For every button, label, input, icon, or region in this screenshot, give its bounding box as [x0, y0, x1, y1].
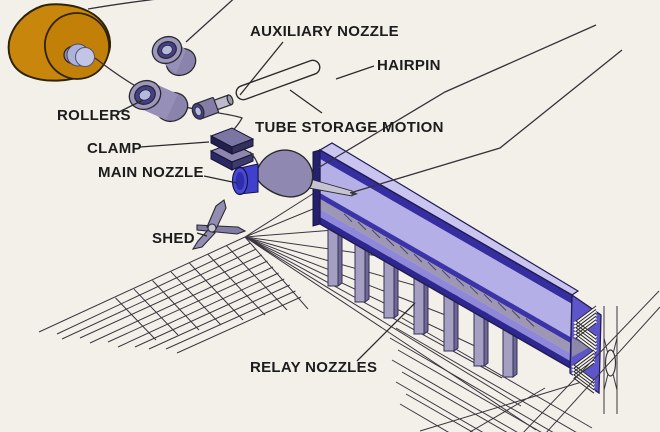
leader-clamp — [139, 141, 210, 148]
sley-beam — [312, 142, 602, 395]
reed-channel — [320, 199, 572, 354]
leader-tube-storage-motion — [289, 89, 323, 114]
guide-threads — [317, 24, 623, 194]
cloth-grid — [38, 236, 309, 354]
leader-shed — [196, 232, 208, 237]
leader-hairpin — [335, 65, 375, 80]
hairpin-loop — [235, 59, 321, 101]
leader-main-nozzle — [203, 175, 238, 184]
label-shed: SHED — [152, 230, 195, 247]
clamp — [209, 127, 255, 171]
nozzle-funnel — [257, 149, 314, 198]
labels: AUXILIARY NOZZLE HAIRPIN ROLLERS TUBE ST… — [57, 23, 444, 376]
reed-dent-ticks — [343, 213, 535, 327]
rollers — [128, 35, 197, 123]
relay-nozzle-1 — [327, 224, 343, 287]
leader-rollers — [118, 99, 144, 113]
yarn-cone — [7, 3, 112, 82]
label-tube-storage-motion: TUBE STORAGE MOTION — [255, 119, 444, 136]
reed-end-wedge — [572, 338, 590, 357]
heald-wire — [523, 290, 660, 432]
warp-sheet-grid — [389, 317, 593, 432]
label-auxiliary-nozzle: AUXILIARY NOZZLE — [250, 23, 399, 40]
auxiliary-nozzle — [191, 94, 234, 120]
reed-dents-chevrons — [571, 305, 597, 394]
beam-front-face — [320, 159, 572, 338]
supply-threads — [87, 0, 234, 43]
heald-eye — [604, 349, 617, 377]
label-rollers: ROLLERS — [57, 107, 131, 124]
leader-auxiliary-nozzle — [239, 41, 284, 96]
label-clamp: CLAMP — [87, 140, 142, 157]
leader-relay-nozzles — [356, 302, 416, 362]
cone-cap — [75, 47, 95, 67]
label-main-nozzle: MAIN NOZZLE — [98, 164, 204, 181]
label-relay-nozzles: RELAY NOZZLES — [250, 359, 377, 376]
label-hairpin: HAIRPIN — [377, 57, 441, 74]
shed-opener — [191, 199, 247, 250]
